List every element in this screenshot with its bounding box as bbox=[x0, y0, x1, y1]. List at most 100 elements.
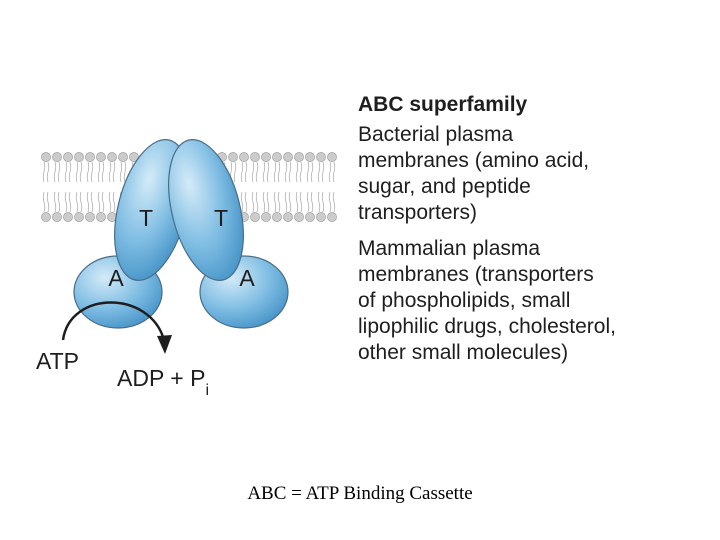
lipid-tail bbox=[332, 161, 336, 183]
label-a-left: A bbox=[108, 265, 124, 291]
lipid-tail bbox=[53, 191, 57, 213]
lipid-tail bbox=[273, 191, 277, 213]
lipid-tail bbox=[251, 191, 255, 213]
info-paragraph-mammalian: Mammalian plasma membranes (transporters… bbox=[358, 237, 616, 364]
lipid-tail bbox=[57, 161, 61, 183]
lipid-head bbox=[283, 152, 293, 162]
lipid-head bbox=[239, 152, 249, 162]
label-a-right: A bbox=[239, 265, 255, 291]
label-atp: ATP bbox=[36, 348, 79, 374]
lipid-tail bbox=[306, 191, 310, 213]
lipid-tail bbox=[317, 191, 321, 213]
lipid-tail bbox=[75, 161, 79, 183]
lipid-tail bbox=[244, 191, 248, 213]
transmembrane-domain-right bbox=[168, 139, 244, 281]
lipid-tail bbox=[90, 161, 94, 183]
lipid-tail bbox=[310, 191, 314, 213]
lipid-tail bbox=[310, 161, 314, 183]
lipid-tail bbox=[57, 191, 61, 213]
lipid-tail bbox=[273, 161, 277, 183]
lipid-tail bbox=[266, 161, 270, 183]
lipid-head bbox=[74, 152, 84, 162]
lipid-tail bbox=[299, 161, 303, 183]
lipid-tail bbox=[64, 161, 68, 183]
lipid-head bbox=[41, 212, 51, 222]
lipid-head bbox=[294, 152, 304, 162]
lipid-tail bbox=[75, 191, 79, 213]
lipid-head bbox=[107, 152, 117, 162]
lipid-tail bbox=[86, 161, 90, 183]
label-t-right: T bbox=[214, 205, 228, 231]
lipid-head bbox=[272, 212, 282, 222]
lipid-head bbox=[85, 152, 95, 162]
lipid-head bbox=[327, 212, 337, 222]
lipid-tail bbox=[288, 161, 292, 183]
lipid-tail bbox=[68, 161, 72, 183]
lipid-tail bbox=[46, 161, 50, 183]
lipid-tail bbox=[288, 191, 292, 213]
lipid-head bbox=[316, 212, 326, 222]
info-panel: ABC superfamily Bacterial plasma membran… bbox=[358, 92, 713, 376]
lipid-tail bbox=[101, 161, 105, 183]
lipid-tail bbox=[108, 191, 112, 213]
caption: ABC = ATP Binding Cassette bbox=[247, 483, 473, 504]
lipid-tail bbox=[299, 191, 303, 213]
lipid-tail bbox=[64, 191, 68, 213]
lipid-tail bbox=[101, 191, 105, 213]
lipid-tail bbox=[90, 191, 94, 213]
lipid-tail bbox=[321, 191, 325, 213]
lipid-tail bbox=[244, 161, 248, 183]
info-paragraph-bacterial: Bacterial plasma membranes (amino acid, … bbox=[358, 123, 590, 224]
label-t-left: T bbox=[139, 205, 153, 231]
lipid-tail bbox=[277, 161, 281, 183]
lipid-tail bbox=[108, 161, 112, 183]
lipid-tail bbox=[233, 161, 237, 183]
lipid-head bbox=[52, 212, 62, 222]
lipid-head bbox=[250, 152, 260, 162]
lipid-tail bbox=[97, 161, 101, 183]
lipid-head bbox=[96, 212, 106, 222]
lipid-tail bbox=[266, 191, 270, 213]
info-heading: ABC superfamily bbox=[358, 93, 528, 116]
lipid-head bbox=[261, 212, 271, 222]
lipid-tail bbox=[295, 191, 299, 213]
reaction-arrowhead bbox=[157, 335, 172, 354]
lipid-tail bbox=[262, 191, 266, 213]
lipid-head bbox=[52, 152, 62, 162]
lipid-head bbox=[85, 212, 95, 222]
lipid-tail bbox=[255, 161, 259, 183]
lipid-head bbox=[74, 212, 84, 222]
reaction-arrow bbox=[61, 301, 166, 341]
lipid-tail bbox=[328, 191, 332, 213]
lipid-tail bbox=[119, 161, 123, 183]
lipid-tail bbox=[262, 161, 266, 183]
lipid-tail bbox=[53, 161, 57, 183]
lipid-head bbox=[327, 152, 337, 162]
label-adp-pi-main: ADP + P bbox=[117, 365, 205, 391]
lipid-head bbox=[96, 152, 106, 162]
lipid-tail bbox=[332, 191, 336, 213]
lipid-tail bbox=[79, 161, 83, 183]
lipid-head bbox=[294, 212, 304, 222]
lipid-tail bbox=[240, 191, 244, 213]
lipid-tail bbox=[251, 161, 255, 183]
label-adp-pi: ADP + Pi bbox=[117, 365, 209, 399]
lipid-head bbox=[250, 212, 260, 222]
lipid-tail bbox=[68, 191, 72, 213]
lipid-tail bbox=[255, 191, 259, 213]
lipid-tail bbox=[86, 191, 90, 213]
lipid-tail bbox=[284, 191, 288, 213]
lipid-head bbox=[305, 212, 315, 222]
lipid-head bbox=[283, 212, 293, 222]
lipid-tail bbox=[79, 191, 83, 213]
lipid-tail bbox=[317, 161, 321, 183]
lipid-head bbox=[118, 152, 128, 162]
lipid-head bbox=[228, 152, 238, 162]
label-pi-subscript: i bbox=[205, 382, 209, 399]
lipid-tail bbox=[46, 191, 50, 213]
lipid-head bbox=[63, 212, 73, 222]
lipid-head bbox=[305, 152, 315, 162]
lipid-tail bbox=[112, 191, 116, 213]
lipid-tail bbox=[306, 161, 310, 183]
lipid-head bbox=[63, 152, 73, 162]
